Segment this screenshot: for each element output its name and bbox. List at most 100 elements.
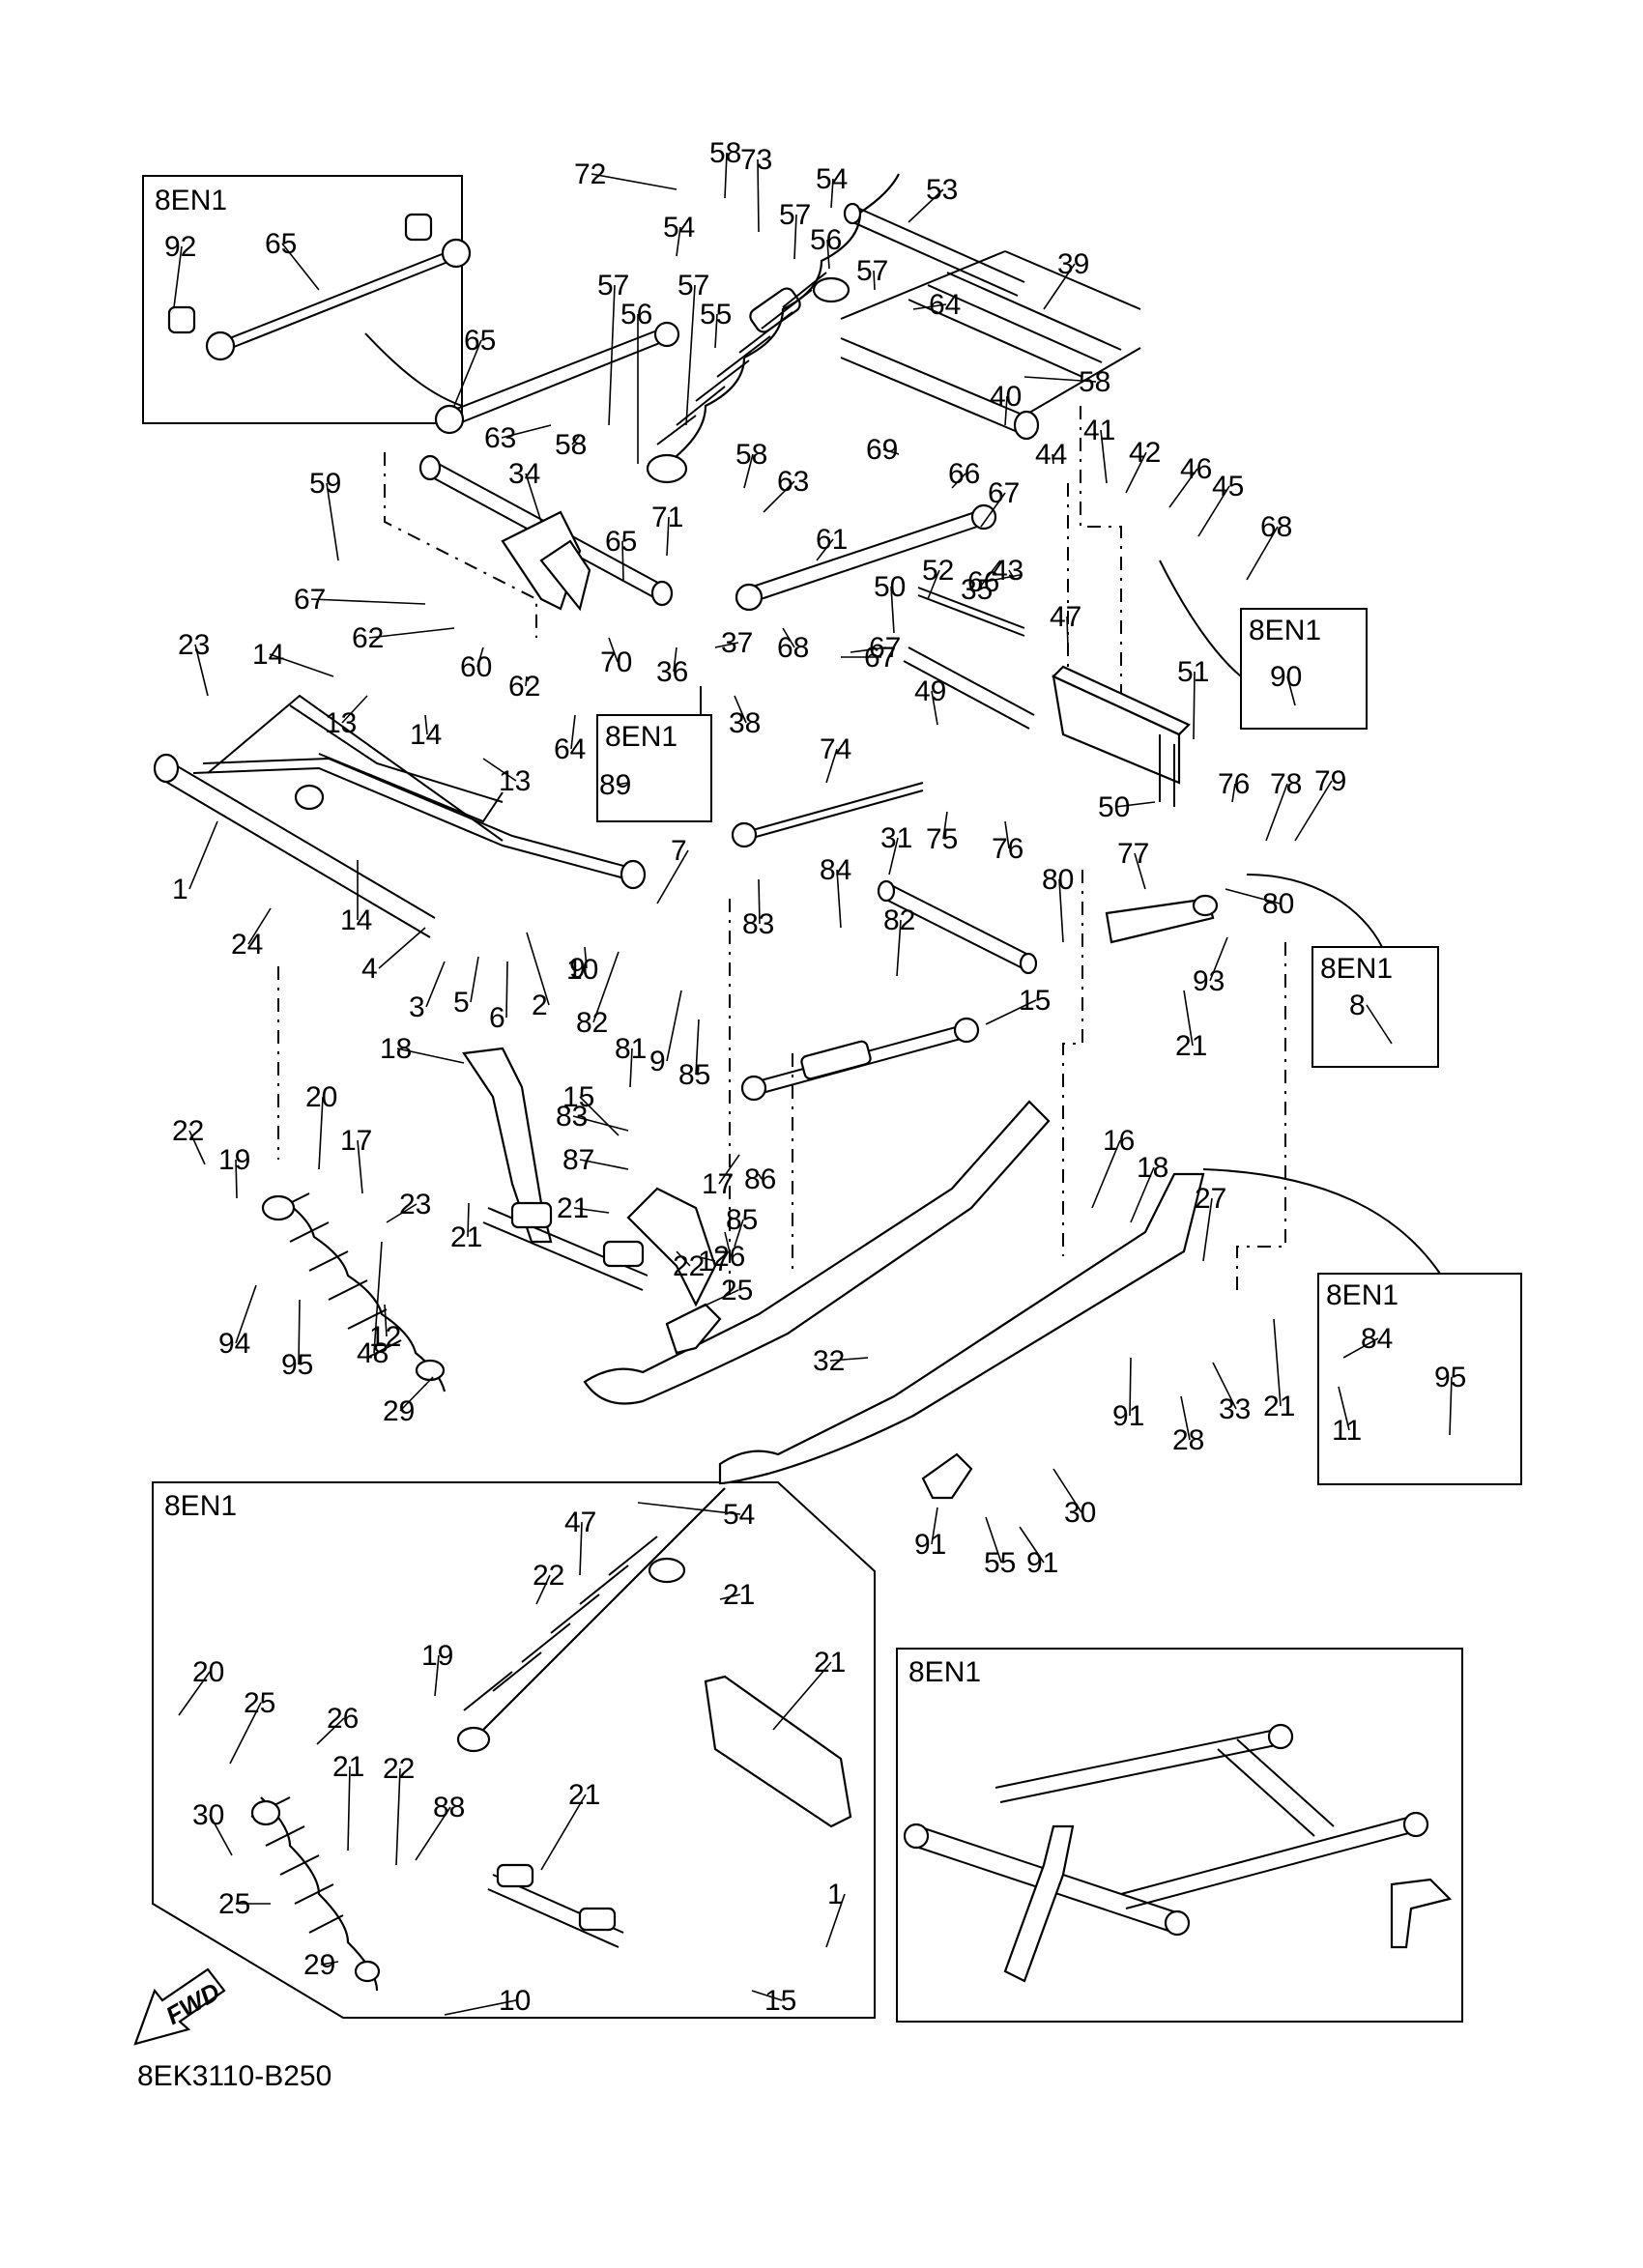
callout-number: 7 xyxy=(671,835,687,867)
callout-number: 91 xyxy=(914,1529,946,1561)
callout-number: 21 xyxy=(1263,1391,1295,1422)
callout-75: 75 xyxy=(926,811,958,855)
callout-number: 14 xyxy=(252,639,284,671)
callout-number: 17 xyxy=(340,1125,372,1157)
callout-leader xyxy=(829,1357,869,1362)
callout-41: 41 xyxy=(1083,415,1115,484)
callout-45: 45 xyxy=(1197,471,1244,537)
callout-leader xyxy=(772,1661,832,1731)
callout-leader xyxy=(637,1502,741,1515)
inset-box-top-left: 8EN1 xyxy=(142,175,463,424)
callout-number: 65 xyxy=(464,325,496,357)
callout-2: 2 xyxy=(526,932,550,1021)
callout-6: 6 xyxy=(489,961,508,1034)
slide-rail-left xyxy=(583,1100,1051,1405)
callout-63: 63 xyxy=(763,466,809,513)
callout-number: 27 xyxy=(1195,1183,1226,1215)
callout-49: 49 xyxy=(914,675,946,726)
callout-number: 40 xyxy=(990,381,1022,413)
rod-65-inset xyxy=(167,213,472,361)
callout-leader xyxy=(571,434,581,445)
callout-number: 82 xyxy=(883,904,915,936)
callout-number: 62 xyxy=(352,622,384,654)
callout-number: 37 xyxy=(721,627,753,659)
callout-number: 9 xyxy=(649,1046,666,1077)
inset-box-8en1-90: 8EN1 xyxy=(1240,608,1368,730)
long-bolts xyxy=(731,587,1035,848)
callout-leader xyxy=(685,284,696,426)
callout-58: 58 xyxy=(709,137,741,199)
inset-label: 8EN1 xyxy=(1326,1279,1398,1311)
callout-65: 65 xyxy=(605,526,637,581)
callout-10: 10 xyxy=(566,954,598,986)
callout-leader xyxy=(951,473,966,489)
callout-number: 57 xyxy=(779,199,811,231)
callout-leader xyxy=(1180,1395,1191,1441)
callout-leader xyxy=(188,1130,206,1165)
callout-21: 21 xyxy=(719,1579,755,1611)
callout-number: 90 xyxy=(1270,661,1302,693)
callout-number: 21 xyxy=(723,1579,755,1611)
callout-leader xyxy=(1212,1362,1237,1410)
callout-62: 62 xyxy=(352,622,455,654)
callout-number: 50 xyxy=(1098,791,1130,823)
callout-number: 4 xyxy=(361,953,378,985)
callout-leader xyxy=(341,695,368,724)
callout-leader xyxy=(850,646,887,653)
callout-number: 95 xyxy=(281,1349,313,1381)
callout-52: 52 xyxy=(922,555,954,600)
callout-number: 76 xyxy=(1218,768,1250,800)
callout-16: 16 xyxy=(1091,1125,1135,1209)
callout-leader xyxy=(673,646,677,673)
callout-leader xyxy=(579,1159,629,1170)
callout-51: 51 xyxy=(1177,656,1209,740)
callout-83: 83 xyxy=(742,878,774,940)
assembly-dashed-lines xyxy=(277,406,1286,1295)
callout-leader xyxy=(1231,783,1236,803)
callout-88: 88 xyxy=(415,1792,465,1861)
callout-number: 63 xyxy=(777,466,809,498)
callout-leader xyxy=(415,1806,451,1861)
callout-leader xyxy=(629,1048,633,1088)
callout-13: 13 xyxy=(482,758,531,797)
callout-27: 27 xyxy=(1195,1183,1226,1262)
callout-leader xyxy=(927,569,940,600)
callout-number: 84 xyxy=(1361,1323,1393,1355)
callout-number: 33 xyxy=(1219,1393,1251,1425)
front-frame-1 xyxy=(153,694,647,938)
callout-78: 78 xyxy=(1265,768,1302,842)
callout-leader xyxy=(269,653,334,677)
callout-number: 82 xyxy=(576,1007,608,1039)
callout-4: 4 xyxy=(361,927,426,985)
callout-54: 54 xyxy=(637,1499,755,1531)
rod-31 xyxy=(877,879,1038,975)
callout-87: 87 xyxy=(562,1144,629,1176)
callout-leader xyxy=(467,1202,470,1238)
callout-leader xyxy=(718,1154,740,1185)
callout-leader xyxy=(298,1299,301,1365)
callout-leader xyxy=(1043,263,1076,310)
callout-number: 57 xyxy=(597,270,629,301)
callout-36: 36 xyxy=(656,646,688,688)
callout-84: 84 xyxy=(820,854,851,929)
callout-leader xyxy=(656,849,689,904)
callout-72: 72 xyxy=(574,158,677,190)
bracket-28 xyxy=(921,1452,973,1500)
callout-number: 67 xyxy=(869,632,901,664)
callout-30: 30 xyxy=(1052,1468,1096,1529)
callout-number: 10 xyxy=(566,954,598,986)
callout-73: 73 xyxy=(740,144,772,233)
callout-leader xyxy=(316,1717,345,1745)
callout-leader xyxy=(310,598,426,605)
callout-leader xyxy=(977,560,1001,590)
callout-leader xyxy=(1129,1357,1132,1417)
callout-29: 29 xyxy=(303,1949,339,1981)
callout-number: 47 xyxy=(1050,601,1081,633)
callout-86: 86 xyxy=(744,1163,776,1195)
shock-absorber-54 xyxy=(646,173,900,484)
callout-22: 22 xyxy=(533,1560,564,1605)
callout-leader xyxy=(1342,1337,1379,1359)
callout-leader xyxy=(888,837,899,876)
callout-number: 36 xyxy=(656,656,688,688)
callout-leader xyxy=(734,1219,744,1248)
